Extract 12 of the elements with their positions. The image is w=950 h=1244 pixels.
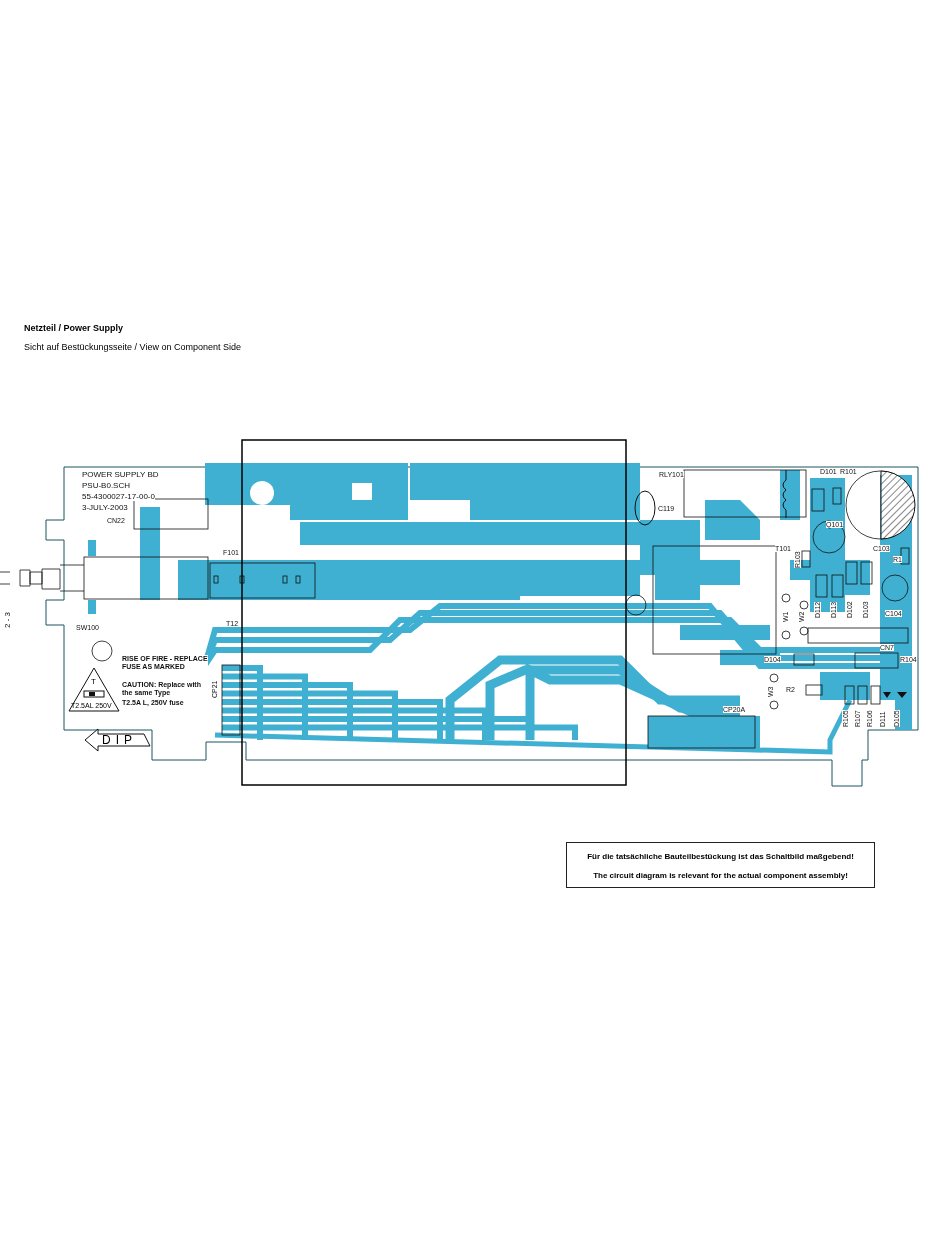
file-name: PSU-B0.SCH xyxy=(82,482,130,490)
page-number: 2 - 3 xyxy=(4,612,12,628)
part-number: 55-4300027-17-00-0 xyxy=(82,493,155,501)
note-text: Für die tatsächliche Bauteilbestückung ist das Schaltbild maßgebend! xyxy=(586,853,855,861)
caption: Sicht auf Bestückungsseite / View on Component Side xyxy=(24,343,241,352)
note-box xyxy=(566,842,875,888)
board-name: POWER SUPPLY BD xyxy=(82,471,159,479)
dip-text: DIP xyxy=(102,734,137,746)
date-label: 3-JULY-2003 xyxy=(82,504,128,512)
fuse-type-letter: T xyxy=(91,678,96,686)
note-text: The circuit diagram is relevant for the actual component assembly! xyxy=(592,872,849,880)
title: Netzteil / Power Supply xyxy=(24,324,124,333)
